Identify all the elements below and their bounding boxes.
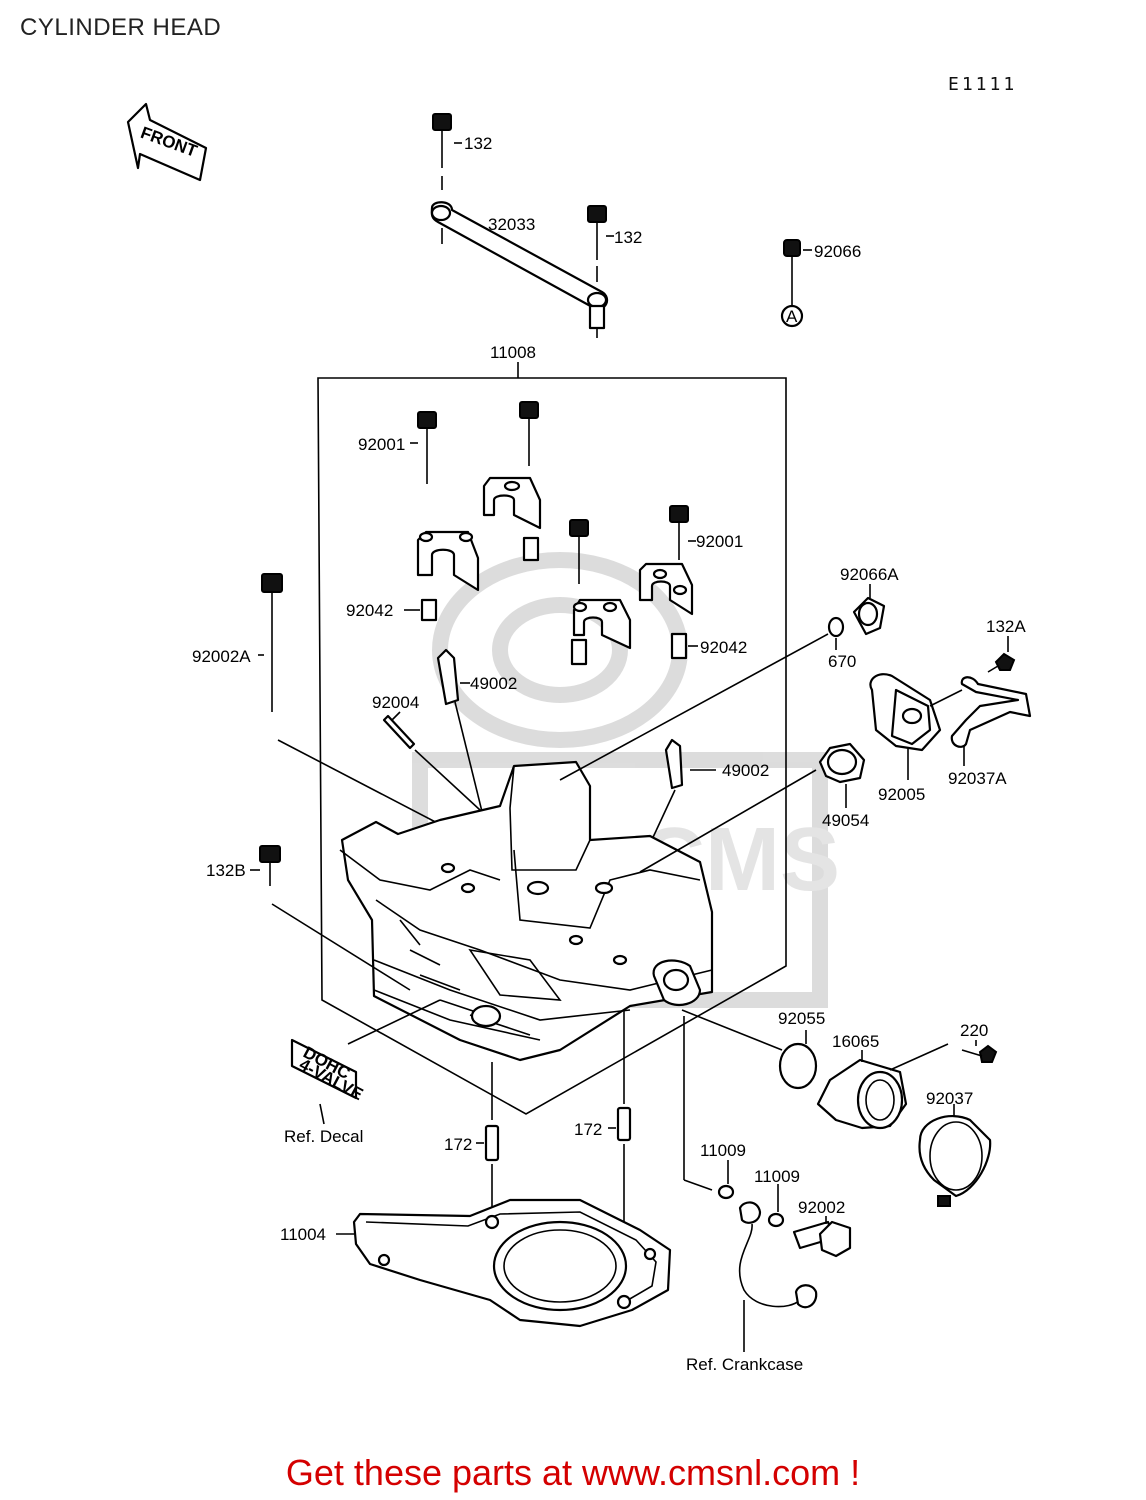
label-132A: 132A [986, 617, 1026, 636]
decal-and-gasket: DOHC 4-VALVE [290, 999, 672, 1328]
label-ref-crankcase: Ref. Crankcase [686, 1355, 803, 1374]
label-92002A: 92002A [192, 647, 251, 666]
circle-label-a-top: A [786, 307, 798, 326]
exploded-parts-diagram: CMS .COM FRONT [126, 102, 1032, 1374]
label-132B: 132B [206, 861, 246, 880]
label-220: 220 [960, 1021, 988, 1040]
strap-assembly [430, 113, 614, 338]
label-92042-left: 92042 [346, 601, 393, 620]
label-92037A: 92037A [948, 769, 1007, 788]
plug-92066 [780, 239, 812, 328]
label-49002-upper: 49002 [470, 674, 517, 693]
label-92002: 92002 [798, 1198, 845, 1217]
intake-and-oil-line [681, 1009, 998, 1352]
label-11009-upper: 11009 [700, 1141, 746, 1160]
label-11008: 11008 [490, 343, 536, 362]
label-670: 670 [828, 652, 856, 671]
label-32033: 32033 [488, 215, 535, 234]
label-132-right: 132 [614, 228, 642, 247]
page-title: CYLINDER HEAD [20, 14, 222, 41]
label-16065: 16065 [832, 1032, 879, 1051]
label-92066: 92066 [814, 242, 861, 261]
part-labels: 132 32033 132 92066 A 11008 92001 92001 … [192, 134, 1026, 1374]
front-arrow-icon: FRONT [126, 102, 208, 182]
label-132-top: 132 [464, 134, 492, 153]
label-11009-lower: 11009 [754, 1167, 800, 1186]
cylinder-head-assembly-box [317, 362, 787, 1115]
label-172-right: 172 [574, 1120, 602, 1139]
cylinder-head-body [339, 760, 714, 1062]
diagram-code: E1111 [948, 74, 1018, 95]
label-92001-left: 92001 [358, 435, 405, 454]
label-92042-right: 92042 [700, 638, 747, 657]
bolt-132B [250, 845, 411, 991]
label-11004: 11004 [280, 1225, 326, 1244]
label-49054: 49054 [822, 811, 869, 830]
label-92037: 92037 [926, 1089, 973, 1108]
label-92004: 92004 [372, 693, 419, 712]
oil-fittings [382, 648, 716, 931]
label-49002-lower: 49002 [722, 761, 769, 780]
label-92005: 92005 [878, 785, 925, 804]
label-92066A: 92066A [840, 565, 899, 584]
label-92055: 92055 [778, 1009, 825, 1028]
thermostat-and-housing [559, 584, 1032, 873]
cam-caps-and-bolts [404, 401, 698, 666]
label-172-left: 172 [444, 1135, 472, 1154]
promo-footer-link[interactable]: Get these parts at www.cmsnl.com ! [285, 1452, 861, 1493]
label-ref-decal: Ref. Decal [284, 1127, 363, 1146]
label-92001-right: 92001 [696, 532, 743, 551]
